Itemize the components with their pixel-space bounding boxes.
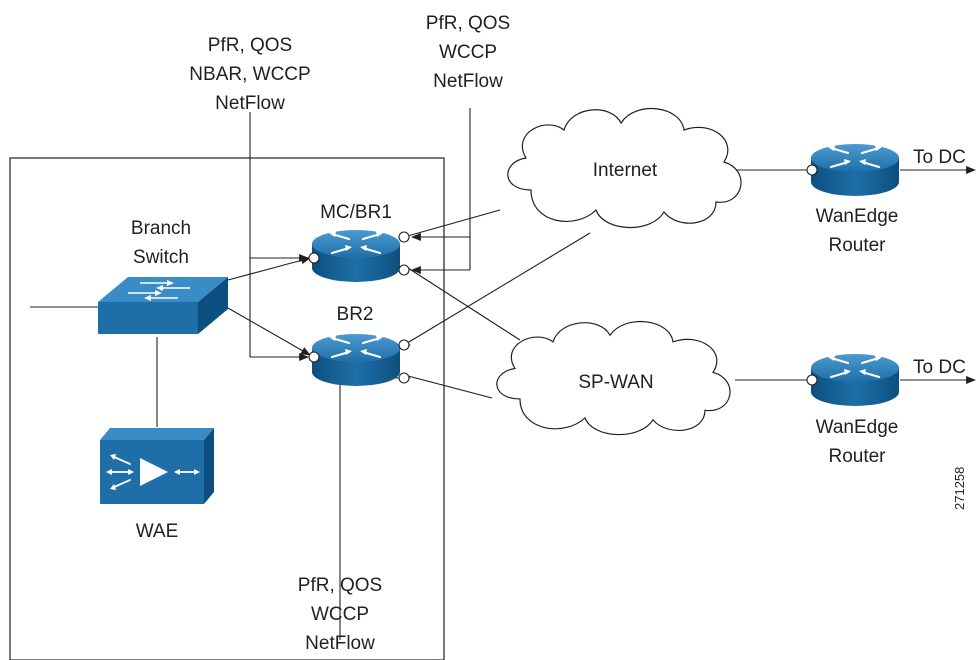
branch-boundary [9,157,445,660]
wanedge-bottom-router-icon [809,352,901,408]
switch-icon [98,277,228,334]
figure-id-label: 271258 [952,467,967,510]
wae-appliance-icon [100,428,214,504]
br2-internet-link [403,232,591,346]
branch-switch-label-1: Branch [131,218,191,239]
feature-label-bottom-2: WCCP [311,604,369,625]
mcbr1-spwan-link [407,267,521,341]
wanedge-top-router-icon [809,142,901,198]
feature-label-right-1: PfR, QOS [426,13,510,34]
mc-br1-label: MC/BR1 [320,202,392,223]
br2-spwan-link [407,375,493,399]
feature-label-left-3: NetFlow [215,93,285,114]
to-dc-top-label: To DC [913,147,966,168]
wanedge-bottom-label-1: WanEdge [816,417,899,438]
switch-mcbr1-arrow [227,256,311,281]
feature-label-left-2: NBAR, WCCP [189,64,310,85]
br2-label: BR2 [337,304,374,325]
mcbr1-internet-link [403,209,501,238]
wae-label: WAE [136,521,179,542]
wanedge-top-label-2: Router [828,235,886,256]
feature-label-right-2: WCCP [439,42,497,63]
wanedge-bottom-label-2: Router [828,446,886,467]
interface-markers [308,164,818,386]
feature-label-right-3: NetFlow [433,71,503,92]
feature-label-bottom-1: PfR, QOS [298,575,382,596]
branch-switch-label-2: Switch [133,247,189,268]
wanedge-top-label-1: WanEdge [816,206,899,227]
mc-br1-router-icon [310,228,402,284]
switch-br2-arrow [227,307,311,356]
internet-label: Internet [593,160,658,181]
feature-label-left-1: PfR, QOS [208,35,292,56]
to-dc-bottom-label: To DC [913,357,966,378]
br2-router-icon [310,332,402,388]
feature-label-bottom-3: NetFlow [305,633,375,654]
sp-wan-label: SP-WAN [578,372,653,393]
